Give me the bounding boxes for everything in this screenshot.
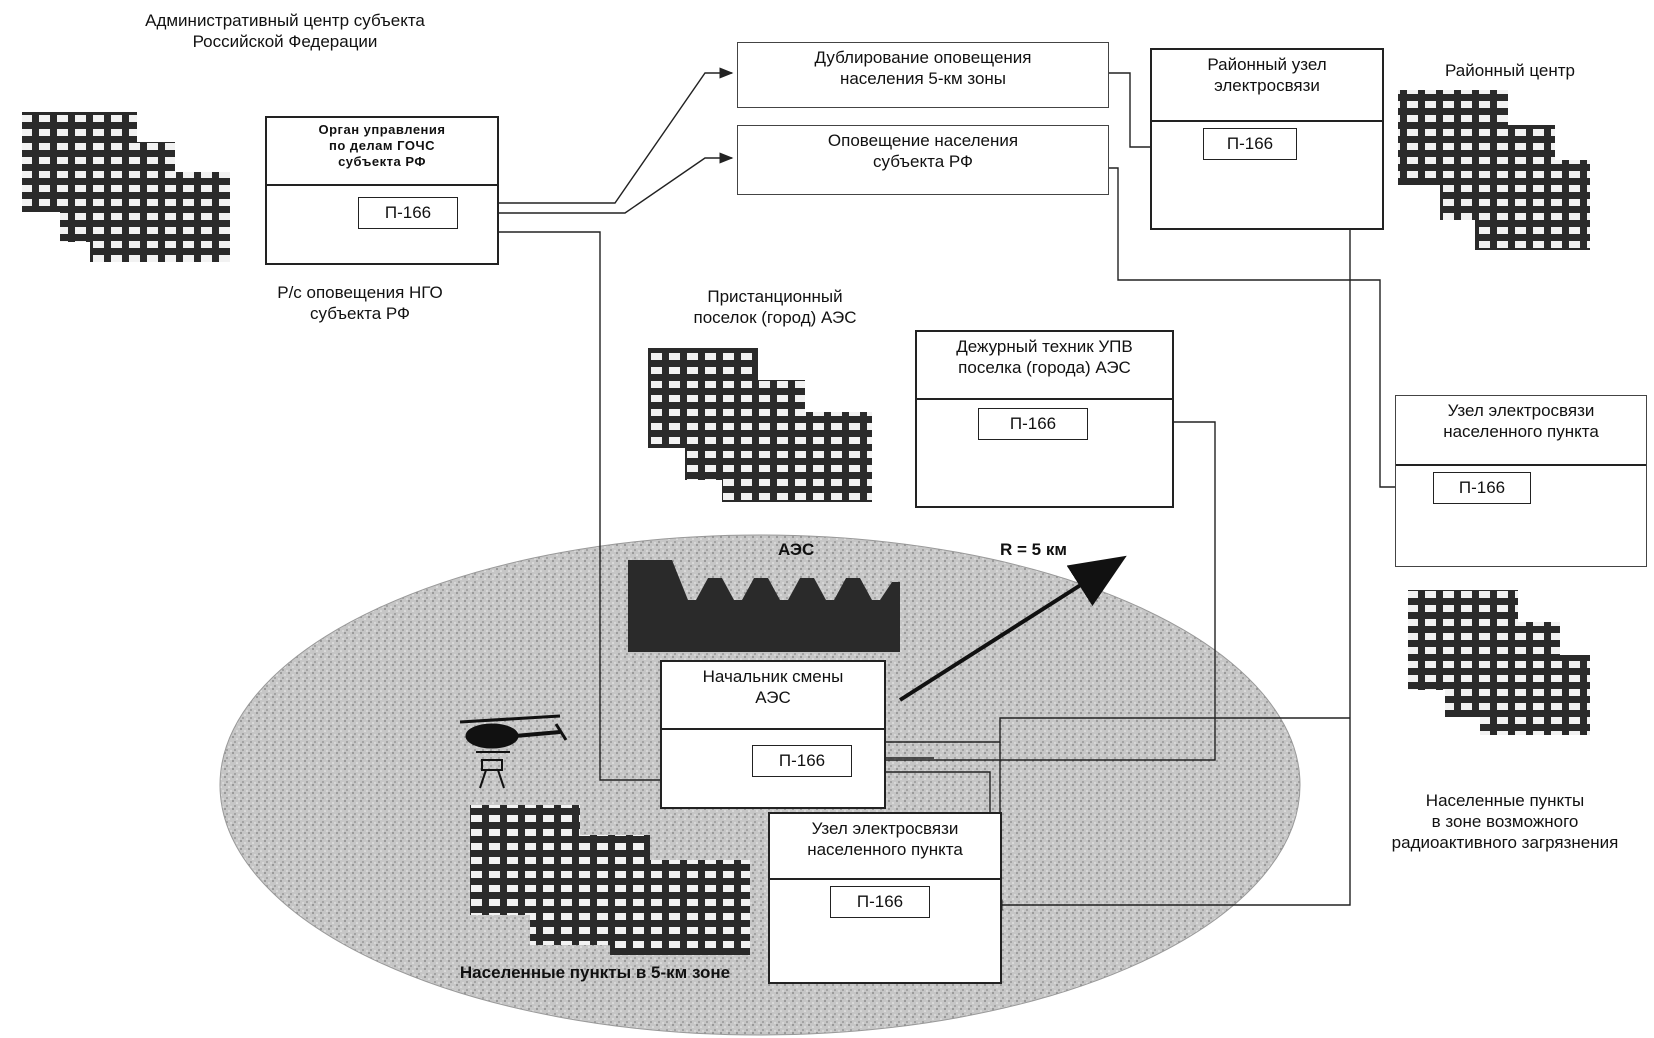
label-settlements-zone: Населенные пункты в зоне возможного ради… <box>1391 791 1619 852</box>
building-admin-center <box>22 112 230 262</box>
box-district-node-title: Районный узел электросвязи <box>1207 55 1327 95</box>
label-rs-alert: Р/с оповещения НГО субъекта РФ <box>277 283 443 323</box>
label-aes: АЭС <box>778 540 815 559</box>
helicopter-icon <box>459 714 568 789</box>
building-station-town <box>648 348 872 502</box>
box-duplicate: Дублирование оповещения населения 5-км з… <box>737 42 1109 108</box>
box-duty-tech: Дежурный техник УПВ поселка (города) АЭС <box>915 330 1174 508</box>
label-district-center: Районный центр <box>1444 61 1576 80</box>
device-p166-gochs: П-166 <box>358 197 458 229</box>
label-radius: R = 5 км <box>1000 540 1067 559</box>
box-duplicate-title: Дублирование оповещения населения 5-км з… <box>814 48 1032 88</box>
label-admin-center: Административный центр субъекта Российск… <box>145 11 425 51</box>
box-shift-chief: Начальник смены АЭС <box>660 660 886 809</box>
box-gochs-title: Орган управления по делам ГОЧС субъекта … <box>318 122 446 169</box>
box-settlement-node-bottom-title: Узел электросвязи населенного пункта <box>807 819 963 859</box>
device-p166-shift-chief: П-166 <box>752 745 852 777</box>
box-settlement-node-right-title: Узел электросвязи населенного пункта <box>1443 401 1599 441</box>
building-settlements-5km <box>470 805 750 955</box>
label-station-town: Пристанционный поселок (город) АЭС <box>693 287 857 327</box>
box-gochs: Орган управления по делам ГОЧС субъекта … <box>265 116 499 265</box>
box-alert-subject: Оповещение населения субъекта РФ <box>737 125 1109 195</box>
device-p166-right-node: П-166 <box>1433 472 1531 504</box>
radius-arrow <box>898 555 1127 702</box>
device-p166-bottom-node: П-166 <box>830 886 930 918</box>
box-duty-tech-title: Дежурный техник УПВ поселка (города) АЭС <box>956 337 1133 377</box>
box-alert-subject-title: Оповещение населения субъекта РФ <box>827 131 1019 171</box>
building-settlements-zone <box>1408 590 1590 735</box>
device-p166-district: П-166 <box>1203 128 1297 160</box>
box-shift-chief-title: Начальник смены АЭС <box>702 667 844 707</box>
label-settlements-5km: Населенные пункты в 5-км зоне <box>459 963 731 982</box>
device-p166-duty: П-166 <box>978 408 1088 440</box>
building-district-center <box>1398 90 1590 250</box>
aes-plant-icon <box>628 560 900 652</box>
